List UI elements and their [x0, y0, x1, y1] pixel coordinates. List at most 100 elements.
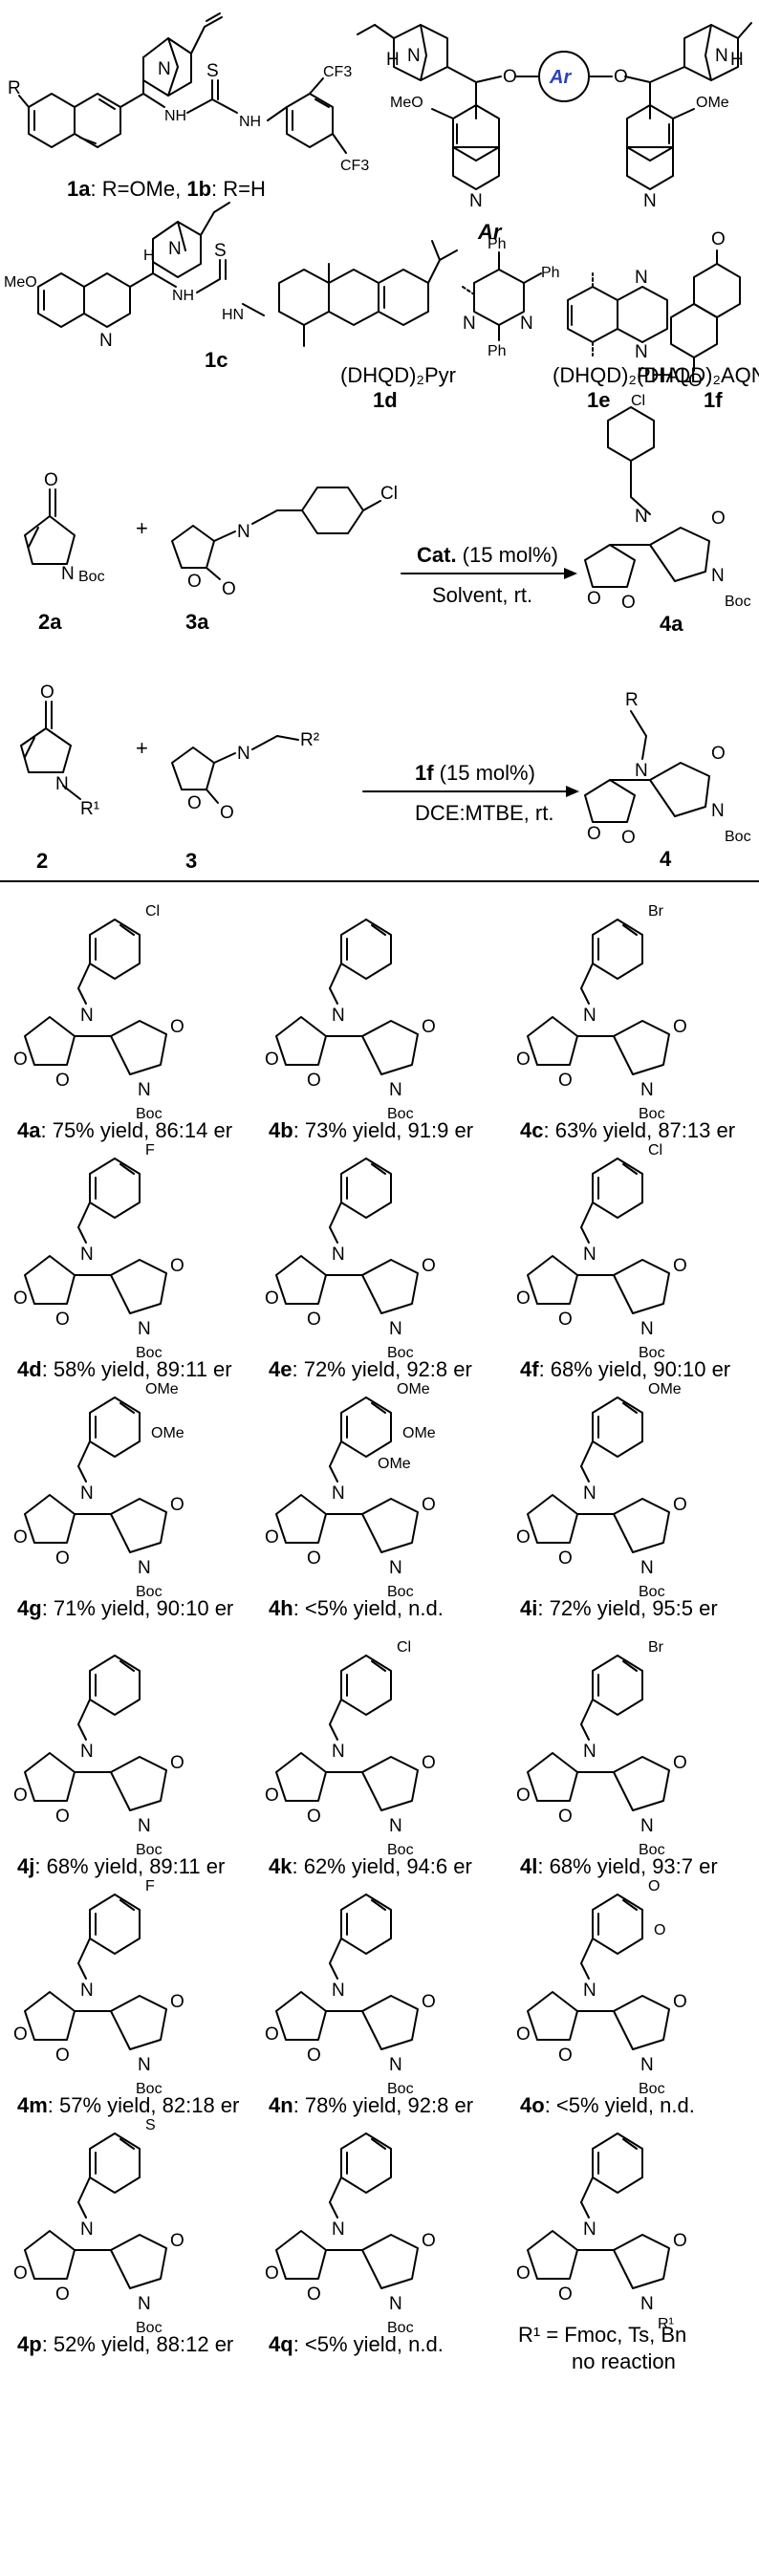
lactam-o-label: O	[422, 2231, 436, 2251]
product-result: : 75% yield, 86:14 er	[40, 1118, 232, 1142]
product-id: 4h	[269, 1596, 293, 1620]
carbonyl-o-label: O	[558, 1807, 573, 1827]
3a-caption: 3a	[185, 610, 209, 634]
imine-n-label: N	[332, 2219, 345, 2240]
substituent-label: OMe	[145, 1381, 179, 1397]
carbonyl-o-label: O	[558, 1548, 573, 1569]
lactam-o-label: O	[170, 1256, 184, 1276]
2a-n: N	[61, 564, 75, 584]
pyrrolidinone-ring	[613, 1756, 670, 1811]
product-result: : 71% yield, 90:10 er	[42, 1596, 234, 1620]
product-id: 4j	[17, 1854, 34, 1878]
lactam-o-label: O	[673, 1992, 687, 2012]
lactone-o-label: O	[13, 1786, 28, 1806]
dimer-ome-label: OMe	[696, 95, 729, 111]
product-caption: 4q: <5% yield, n.d.	[269, 2332, 444, 2356]
lactam-n-label: N	[389, 2294, 402, 2314]
no-reaction-note: no reaction	[572, 2349, 676, 2373]
lactone-o-label: O	[265, 2263, 279, 2284]
quinuclidine-n-label: N	[158, 59, 171, 79]
lactam-o-label: O	[422, 1017, 436, 1037]
4-carbonyl-o: O	[621, 828, 636, 848]
catalyst-1c-structure: MeO N S NH HN N H 1c	[4, 202, 458, 372]
product-id: 4q	[269, 2332, 293, 2356]
product-id: 4n	[269, 2093, 293, 2117]
lactone-ring	[527, 2230, 578, 2280]
lactone-o-label: O	[516, 1527, 531, 1548]
product-caption: 4n: 78% yield, 92:8 er	[269, 2093, 473, 2117]
c1c-sulfur: S	[214, 241, 227, 261]
dimer-o-left: O	[503, 67, 517, 87]
catalyst-1a-1b-structure: R N S NH NH CF3 CF3 1a: R=OMe, 1b: R=H	[8, 12, 369, 201]
lactone-o-label: O	[13, 2024, 28, 2045]
substituent-label: OMe	[402, 1425, 436, 1441]
scheme1-cat-loading: (15 mol%)	[457, 543, 558, 567]
2a-carbonyl-o: O	[44, 470, 58, 490]
lactone-ring	[275, 1752, 327, 1802]
product-id: 4b	[269, 1118, 293, 1142]
product-caption: 4c: 63% yield, 87:13 er	[520, 1118, 735, 1142]
catalyst-1d-structure: N N Ph Ph Ph (DHQD)₂Pyr 1d	[340, 236, 560, 412]
product-result: : <5% yield, n.d.	[293, 2332, 444, 2356]
product-result: : 63% yield, 87:13 er	[543, 1118, 735, 1142]
product-result: : 68% yield, 89:11 er	[34, 1854, 225, 1878]
catalyst-1f-name: (DHQD)₂AQN	[637, 363, 759, 387]
product-result: : 62% yield, 94:6 er	[292, 1854, 471, 1878]
lactone-o-label: O	[516, 2024, 531, 2045]
aryl-ring	[592, 1158, 643, 1219]
substituent-label: OMe	[397, 1381, 430, 1397]
c1d-ph-top: Ph	[488, 236, 507, 252]
product-id: 4p	[17, 2332, 42, 2356]
product-id: 4f	[520, 1357, 539, 1381]
product-caption: 4f: 68% yield, 90:10 er	[520, 1357, 730, 1381]
lactam-o-label: O	[422, 1753, 436, 1773]
substituent-label: Cl	[145, 903, 160, 920]
pyrrolidinone-ring	[361, 1756, 419, 1811]
substituent-label: OMe	[648, 1381, 682, 1397]
substituent-r-label: R	[8, 78, 21, 98]
pyrrolidinone-ring	[361, 2234, 419, 2289]
imine-n-label: N	[80, 1245, 94, 1265]
lactone-o-label: O	[516, 1050, 531, 1070]
product-caption: 4l: 68% yield, 93:7 er	[520, 1854, 718, 1878]
pyrrolidinone-ring	[361, 1020, 419, 1075]
product-id: 4k	[269, 1854, 293, 1878]
product-caption: 4j: 68% yield, 89:11 er	[17, 1854, 225, 1878]
lactone-ring	[24, 1991, 76, 2041]
scheme2-reactant-3: N R² O O 3	[171, 730, 319, 873]
product-caption: 4m: 57% yield, 82:18 er	[17, 2093, 239, 2117]
substituent-label: OMe	[151, 1425, 184, 1441]
imine-n-label: N	[583, 1483, 596, 1504]
catalyst-1c-caption: 1c	[205, 348, 228, 372]
product-caption: 4k: 62% yield, 94:6 er	[269, 1854, 472, 1878]
c1c-hn-label: HN	[222, 307, 244, 323]
dimer-quinoline-n-left: N	[469, 191, 483, 211]
4a-lactam-o: O	[711, 509, 726, 529]
lactam-o-label: O	[422, 1992, 436, 2012]
product-id: 4e	[269, 1357, 292, 1381]
4-caption: 4	[660, 847, 672, 871]
c1f-carbonyl-o-bottom: O	[688, 371, 703, 391]
pyrrolidinone-ring	[110, 1995, 167, 2050]
substituent-label: Br	[648, 1639, 664, 1656]
c1c-nh-label: NH	[172, 288, 194, 304]
boc-label: Boc	[639, 1584, 665, 1600]
c1c-meo-label: MeO	[4, 274, 37, 291]
boc-label: Boc	[387, 2081, 414, 2097]
r1-label: R¹	[658, 2316, 674, 2332]
catalyst-1d-caption: 1d	[373, 388, 398, 412]
boc-label: Boc	[387, 2320, 414, 2336]
pyrrolidinone-ring	[361, 1259, 419, 1314]
catalyst-1d-name: (DHQD)₂Pyr	[340, 363, 456, 387]
lactone-ring	[527, 1255, 578, 1305]
scheme2-conditions-top: 1f (15 mol%)	[415, 761, 535, 785]
lactone-o-label: O	[516, 2263, 531, 2284]
3-carbonyl-o: O	[220, 803, 234, 823]
lactam-o-label: O	[170, 1017, 184, 1037]
boc-label: Boc	[387, 1842, 414, 1858]
lactone-o-label: O	[265, 2024, 279, 2045]
